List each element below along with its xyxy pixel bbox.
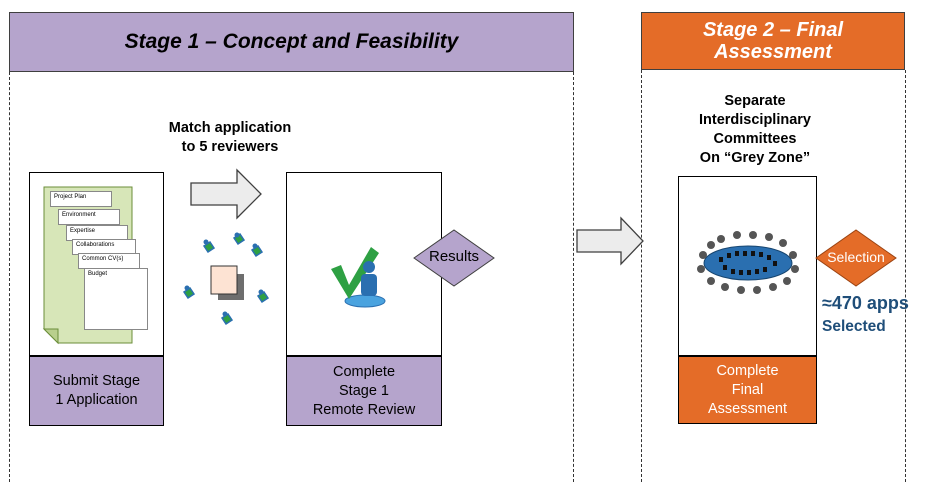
results-label: Results (428, 248, 480, 265)
selected-count: ≈470 apps (822, 293, 909, 313)
stage1-left-boundary (9, 72, 10, 482)
remote-review-label: Complete Stage 1 Remote Review (286, 356, 442, 426)
submit-line2: 1 Application (55, 392, 138, 408)
final-line2: Final (731, 381, 764, 398)
review-line1: Complete (332, 363, 396, 380)
committee-table-icon (697, 231, 799, 294)
doc-project-plan: Project Plan (50, 191, 112, 207)
doc-environment: Environment (58, 209, 120, 225)
selection-diamond (815, 229, 897, 287)
match-text-line2: to 5 reviewers (181, 139, 279, 155)
final-line1: Complete (716, 362, 779, 379)
committees-text: Separate Interdisciplinary Committees On… (655, 92, 855, 168)
stage2-title-line2: Assessment (714, 41, 832, 63)
committees-line2: Interdisciplinary (698, 112, 811, 128)
reviewers-distribution-icon (182, 232, 270, 326)
doc-common-cv: Common CV(s) (78, 253, 140, 269)
match-application-text: Match application to 5 reviewers (140, 119, 320, 157)
submit-application-label: Submit Stage 1 Application (29, 356, 164, 426)
arrow-right-icon (190, 168, 262, 220)
committees-line3: Committees (713, 131, 797, 147)
arrow-to-stage2-icon (576, 216, 644, 266)
submit-line1: Submit Stage (52, 373, 141, 389)
stage2-banner: Stage 2 – Final Assessment (641, 12, 905, 70)
remote-review-box (286, 172, 442, 356)
stage2-left-boundary (641, 70, 642, 482)
committees-line1: Separate (724, 93, 786, 109)
final-line3: Assessment (708, 400, 787, 417)
stage1-title: Stage 1 – Concept and Feasibility (124, 30, 459, 53)
final-assessment-label: Complete Final Assessment (678, 356, 817, 424)
results-diamond (413, 229, 495, 287)
final-assessment-box (678, 176, 817, 356)
checkmark-person-icon (331, 247, 386, 308)
committees-line4: On “Grey Zone” (699, 150, 811, 166)
submit-application-box: Project Plan Environment Expertise Colla… (29, 172, 164, 356)
doc-budget: Budget (84, 268, 148, 330)
stage2-right-boundary (905, 70, 906, 482)
stage1-banner: Stage 1 – Concept and Feasibility (9, 12, 574, 72)
review-line2: Stage 1 (339, 382, 389, 399)
stage1-right-boundary (573, 72, 574, 482)
stage2-title-line1: Stage 2 – Final (702, 19, 844, 41)
selection-label: Selection (827, 249, 885, 265)
selected-label: Selected (822, 318, 886, 335)
match-text-line1: Match application (168, 120, 292, 136)
review-line3: Remote Review (312, 401, 416, 418)
